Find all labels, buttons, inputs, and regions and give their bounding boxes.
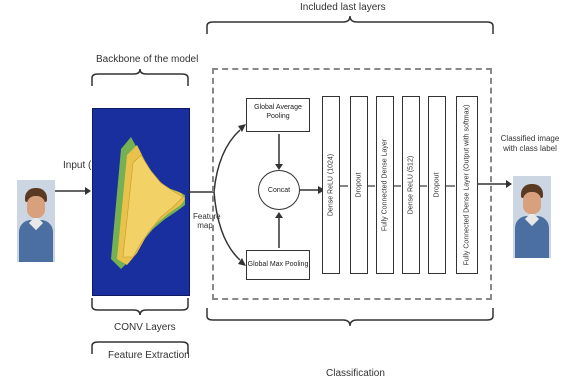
backbone-block: [92, 108, 190, 296]
output-label: Classified image with class label: [500, 134, 560, 153]
layer-fully-connected-1: Fully Connected Dense Layer: [376, 96, 394, 274]
classification-label: Classification: [326, 368, 385, 379]
input-arrow: [55, 187, 91, 195]
layer-dense-relu-512: Dense ReLU (512): [402, 96, 420, 274]
layer-fully-connected-output: Fully Connected Dense Layer (Output with…: [456, 96, 478, 274]
pooling-arrows: [275, 134, 325, 248]
input-label: Input (I): [63, 160, 98, 171]
layer-dropout-2: Dropout: [428, 96, 446, 274]
backbone-brace: [91, 68, 189, 86]
top-layers-title: Included last layers: [300, 2, 386, 13]
conv-layers-label: CONV Layers: [114, 322, 176, 333]
input-image: [17, 180, 55, 262]
global-average-pooling-label: Global Average Pooling: [254, 104, 302, 120]
output-image: [513, 176, 551, 258]
conv-layers-graphic: [111, 137, 185, 269]
feature-extraction-label: Feature Extraction: [108, 350, 190, 361]
concat-label: Concat: [267, 186, 291, 194]
global-max-pooling-label: Global Max Pooling: [247, 261, 309, 268]
layer-dense-relu-1024: Dense ReLU (1024): [322, 96, 340, 274]
global-max-pooling-box: Global Max Pooling: [246, 250, 310, 280]
concat-node: Concat: [258, 170, 300, 210]
layer-arrows: [340, 185, 455, 187]
layer-dropout-1: Dropout: [350, 96, 368, 274]
conv-brace: [91, 298, 189, 316]
feature-extraction-brace: [91, 341, 189, 354]
top-brace: [206, 15, 494, 34]
backbone-title: Backbone of the model: [96, 54, 199, 65]
output-arrow: [478, 180, 512, 188]
feature-map-label: Feature map: [193, 212, 221, 230]
global-average-pooling-box: Global Average Pooling: [246, 98, 310, 132]
classification-brace: [206, 308, 494, 327]
feature-map-arrows: [188, 124, 246, 266]
